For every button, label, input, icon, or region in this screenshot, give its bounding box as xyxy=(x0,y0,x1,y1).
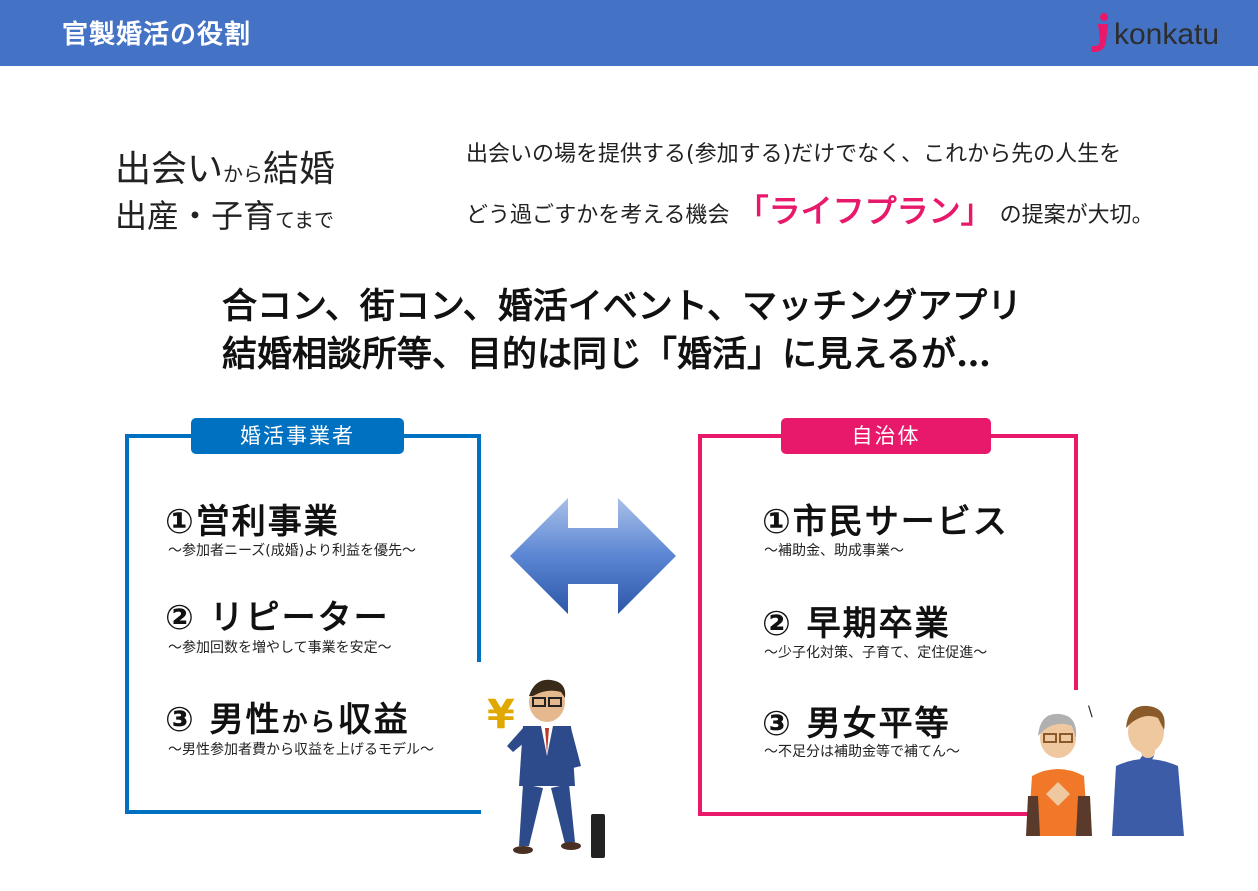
right-panel-tag: 自治体 xyxy=(781,418,991,454)
logo-text: konkatu xyxy=(1114,18,1220,51)
left-item-3-title: ③ 男性から収益 xyxy=(165,700,410,740)
left-item-2-subtitle: ～参加回数を増やして事業を安定～ xyxy=(168,640,392,656)
logo-j-icon xyxy=(1091,13,1108,52)
svg-text:¥: ¥ xyxy=(487,692,515,738)
slide-title: 官製婚活の役割 xyxy=(62,20,252,50)
description-line-2: どう過ごすかを考える機会 「ライフプラン」 の提案が大切。 xyxy=(466,192,1154,230)
right-item-3-subtitle: ～不足分は補助金等で補てん～ xyxy=(764,744,960,760)
left-item-1-subtitle: ～参加者ニーズ(成婚)より利益を優先～ xyxy=(168,543,416,559)
header-bar: 官製婚活の役割 konkatu xyxy=(0,0,1258,66)
slogan-line-1: 出会いから結婚 xyxy=(115,149,336,190)
main-message-line-1: 合コン、街コン、婚活イベント、マッチングアプリ xyxy=(222,286,1023,327)
couple-icon: \ xyxy=(1026,704,1184,836)
businessman-yen-icon: ¥ xyxy=(487,679,605,858)
right-item-2-title: ② 早期卒業 xyxy=(762,604,951,644)
slogan-line-2: 出産・子育てまで xyxy=(115,197,335,235)
right-item-3-title: ③ 男女平等 xyxy=(762,704,951,744)
left-panel-tag: 婚活事業者 xyxy=(191,418,404,454)
double-arrow-icon xyxy=(510,498,676,614)
svg-text:\: \ xyxy=(1088,704,1093,720)
right-item-1-subtitle: ～補助金、助成事業～ xyxy=(764,543,904,559)
lifeplan-highlight: 「ライフプラン」 xyxy=(736,192,993,230)
main-message-line-2: 結婚相談所等、目的は同じ「婚活」に見えるが… xyxy=(222,334,991,375)
left-item-3-subtitle: ～男性参加者費から収益を上げるモデル～ xyxy=(168,742,434,758)
description-line-1: 出会いの場を提供する(参加する)だけでなく、これから先の人生を xyxy=(466,142,1122,167)
left-item-1-title: ①営利事業 xyxy=(165,502,340,542)
left-panel-frame-right-edge xyxy=(477,434,481,662)
left-item-2-title: ② リピーター xyxy=(165,598,390,638)
right-item-2-subtitle: ～少子化対策、子育て、定住促進～ xyxy=(764,645,988,661)
right-item-1-title: ①市民サービス xyxy=(762,502,1009,542)
right-panel-frame-right-edge xyxy=(1074,434,1078,690)
